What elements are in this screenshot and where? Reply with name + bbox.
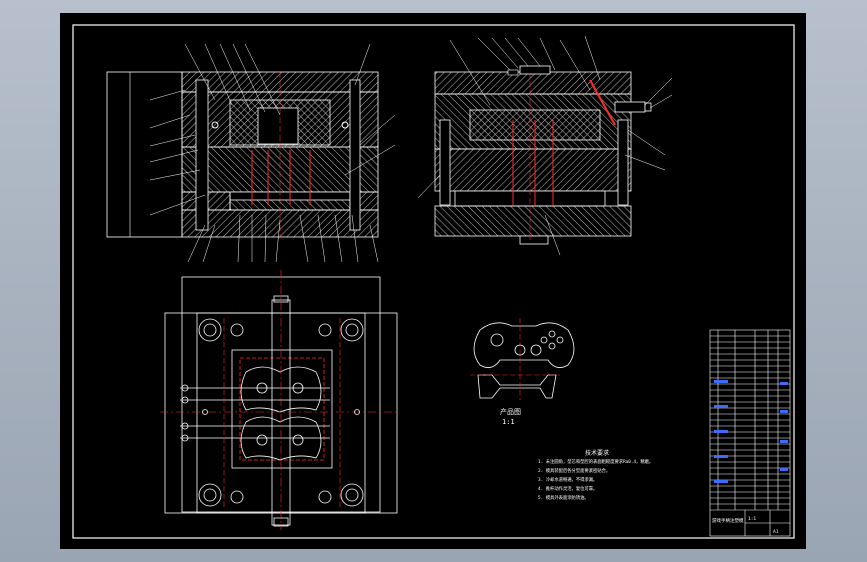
tech-note-5: 5. 模具外表面涂防锈油。	[538, 494, 589, 501]
tech-note-1: 1. 未注圆角，型芯和型腔的表面粗糙度要求Ra0.4，精磨。	[538, 458, 653, 465]
title-block-sheet: A1	[773, 529, 779, 535]
front-section-view	[106, 43, 396, 263]
plan-view	[160, 270, 400, 530]
tech-requirements: 技术要求 1. 未注圆角，型芯和型腔的表面粗糙度要求Ra0.4，精磨。 2. 模…	[538, 449, 653, 501]
title-block	[709, 329, 791, 537]
drawing-border	[72, 24, 795, 539]
title-block-scale: 1:1	[748, 516, 756, 522]
tech-note-4: 4. 推杆动作灵活，复位可靠。	[538, 485, 597, 492]
tech-note-3: 3. 冷却水道畅通，不得渗漏。	[538, 476, 597, 483]
side-section-view	[417, 35, 673, 256]
title-block-name: 游戏手柄注塑模	[712, 517, 744, 524]
tech-title: 技术要求	[585, 449, 609, 457]
tech-note-2: 2. 模具装配后各分型面要紧密贴合。	[538, 467, 610, 474]
part-scale: 1:1	[502, 418, 515, 426]
part-label: 产品图	[500, 407, 521, 416]
part-drawing	[470, 318, 575, 400]
drawing-sheet	[60, 13, 806, 549]
